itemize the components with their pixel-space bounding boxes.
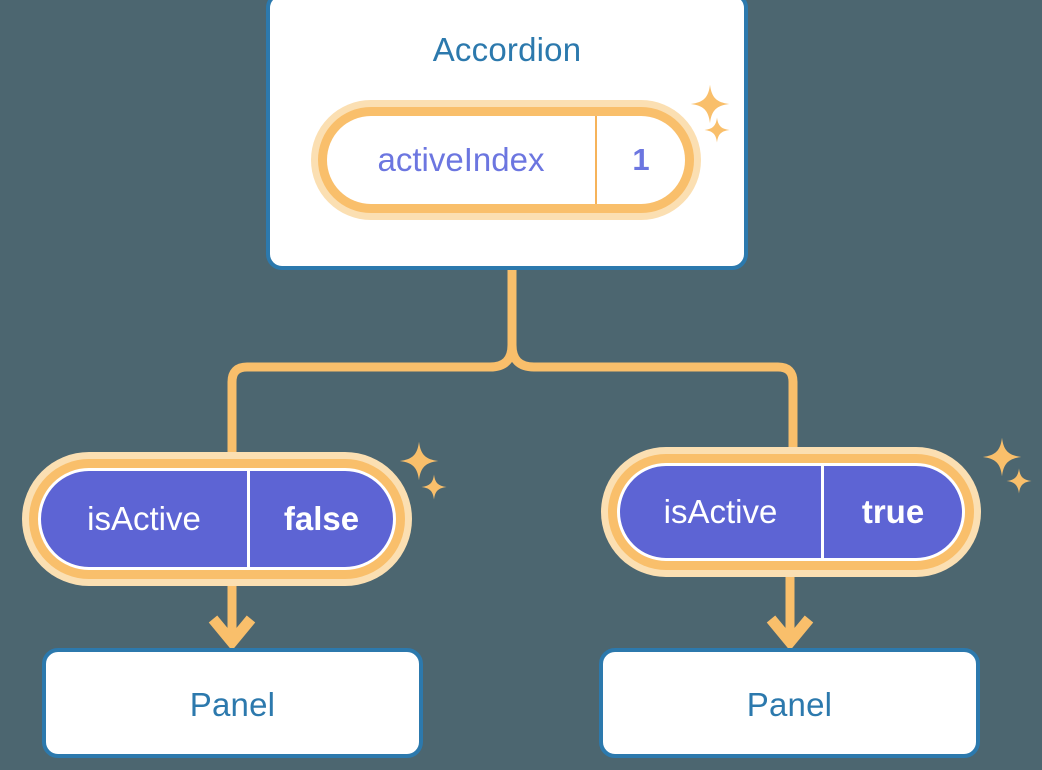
state-value-label: false [247, 471, 393, 567]
accordion-card-title: Accordion [432, 31, 582, 68]
pill-body: activeIndex 1 [327, 116, 685, 204]
panel-component-card-right[interactable]: Panel [599, 648, 980, 758]
sparkle-icon [982, 437, 1022, 477]
sparkle-icon [1006, 468, 1032, 494]
state-value-label: true [821, 466, 962, 558]
right-state-to-panel-arrow [766, 575, 814, 651]
left-state-to-panel-arrow [208, 584, 256, 651]
connector-left-branch [227, 344, 517, 462]
state-value-label: 1 [595, 116, 685, 204]
state-key-label: isActive [663, 493, 778, 530]
state-pill-active-index[interactable]: activeIndex 1 [311, 100, 701, 220]
pill-body: isActive false [38, 468, 396, 570]
state-pill-is-active-true[interactable]: isActive true [601, 447, 981, 577]
connector-right-branch [507, 344, 798, 457]
panel-card-title: Panel [746, 686, 833, 723]
panel-card-title: Panel [189, 686, 276, 723]
state-key-label: activeIndex [377, 141, 545, 178]
panel-component-card-left[interactable]: Panel [42, 648, 423, 758]
sparkle-icon [421, 474, 447, 500]
state-pill-is-active-false[interactable]: isActive false [22, 452, 412, 586]
pill-body: isActive true [617, 463, 965, 561]
state-key-label: isActive [87, 500, 201, 537]
